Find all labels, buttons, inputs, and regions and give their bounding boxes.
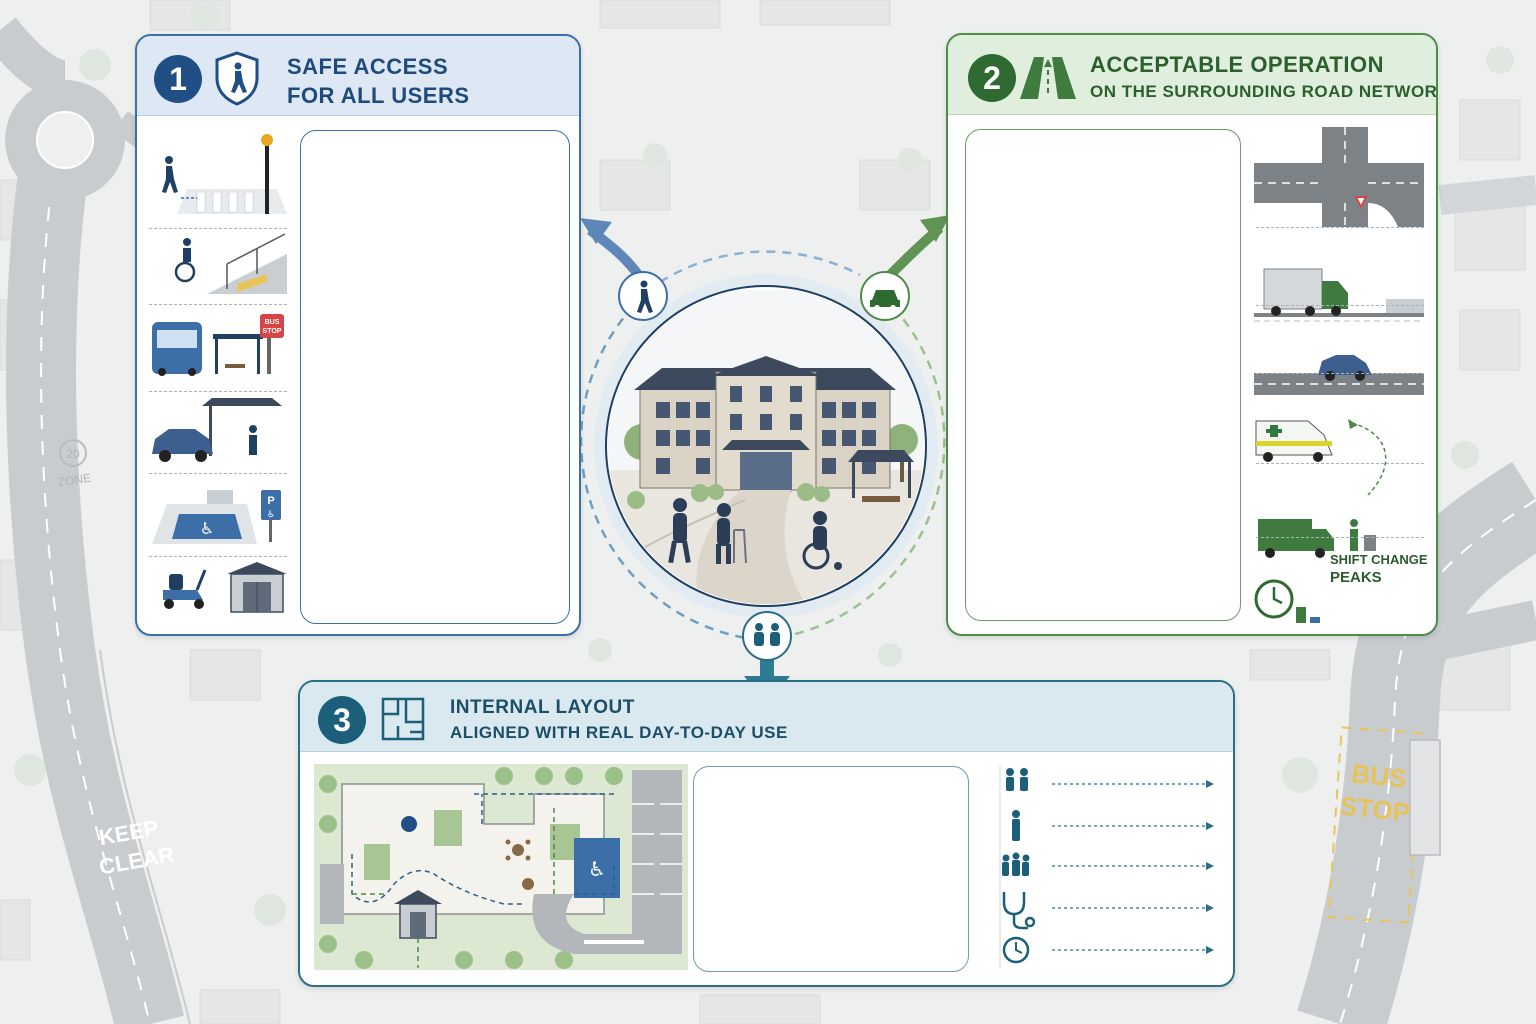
- wheelchair-ramp-illustration: [152, 233, 287, 294]
- floor-plan-icon: [381, 697, 425, 741]
- bus-stop-sign-line2: STOP: [263, 328, 282, 335]
- separator: [149, 391, 287, 392]
- bus-stop-sign-line1: BUS: [265, 319, 280, 326]
- arrow-head-safe-access: [580, 218, 612, 244]
- acceptable-operation-panel: 2 ACCEPTABLE OPERATION ON THE SURROUNDIN…: [946, 33, 1438, 636]
- road-network-illustrations: [1254, 127, 1424, 623]
- junction-illustration: [1254, 127, 1424, 227]
- acceptable-operation-header: 2 ACCEPTABLE OPERATION ON THE SURROUNDIN…: [948, 35, 1436, 115]
- pedestrian-crossing-illustration: [162, 134, 287, 214]
- panel-number-badge: 1: [154, 55, 202, 103]
- safe-access-panel: 1 SAFE ACCESS FOR ALL USERS: [135, 34, 581, 636]
- acceptable-operation-title-line2: ON THE SURROUNDING ROAD NETWORK: [1090, 82, 1438, 101]
- separator: [1256, 463, 1424, 464]
- refuse-truck-illustration: [1258, 519, 1376, 558]
- shift-change-label-line1: SHIFT CHANGE: [1330, 552, 1428, 567]
- car-on-road-illustration: [1254, 355, 1424, 395]
- site-layout-plan: ♿: [314, 764, 688, 970]
- car-icon: [870, 290, 900, 311]
- shift-peak-bars-illustration: [1296, 607, 1320, 623]
- bus-stop-illustration: BUS STOP: [152, 314, 284, 376]
- separator: [1256, 305, 1424, 306]
- panel-number-badge: 3: [318, 696, 366, 744]
- family-visitors-icon: [1006, 768, 1028, 791]
- internal-layout-content-box: [693, 766, 969, 972]
- zone-number: 20: [66, 447, 80, 461]
- separator: [149, 304, 287, 305]
- safe-access-content-box: [300, 130, 570, 624]
- mobility-scooter-store-illustration: [163, 562, 287, 613]
- separator: [1256, 227, 1424, 228]
- internal-layout-title-line1: INTERNAL LAYOUT: [450, 697, 635, 718]
- clock-icon: [1002, 936, 1030, 964]
- delivery-lorry-illustration: [1254, 268, 1424, 322]
- arrow-head-acceptable-operation: [920, 215, 950, 242]
- pedestrian-shield-icon: [215, 51, 259, 106]
- separator: [1256, 537, 1424, 538]
- staff-group-icon: [1002, 852, 1030, 876]
- accessible-parking-illustration: ♿ P ♿: [152, 490, 281, 544]
- internal-layout-title-line2: ALIGNED WITH REAL DAY-TO-DAY USE: [450, 723, 788, 742]
- separator: [149, 473, 287, 474]
- drop-off-canopy-illustration: [152, 398, 282, 462]
- user-groups-legend: [999, 766, 1214, 968]
- road-icon: [1020, 57, 1076, 99]
- acceptable-operation-content-box: [965, 129, 1241, 621]
- resident-icon: [1012, 810, 1020, 841]
- clock-icon: [1254, 579, 1294, 619]
- separator: [1256, 373, 1424, 374]
- bus-marking: BUS: [1350, 758, 1408, 794]
- pedestrian-icon: [637, 280, 653, 313]
- safe-access-header: 1 SAFE ACCESS FOR ALL USERS: [137, 36, 579, 116]
- svg-text:♿: ♿: [588, 857, 606, 881]
- separator: [149, 556, 287, 557]
- safe-access-title-line1: SAFE ACCESS: [287, 54, 449, 79]
- svg-text:♿: ♿: [200, 519, 214, 538]
- internal-layout-header: 3 INTERNAL LAYOUT ALIGNED WITH REAL DAY-…: [300, 682, 1233, 752]
- people-icon: [754, 623, 780, 646]
- svg-text:♿: ♿: [267, 510, 275, 520]
- stethoscope-icon: [1002, 892, 1036, 930]
- acceptable-operation-title-line1: ACCEPTABLE OPERATION: [1090, 52, 1384, 77]
- central-care-home-diagram: [579, 215, 950, 690]
- safe-access-title-line2: FOR ALL USERS: [287, 83, 470, 108]
- shift-change-label-line2: PEAKS: [1330, 569, 1382, 586]
- zone-label: ZONE: [57, 471, 92, 490]
- stop-marking: STOP: [1338, 790, 1411, 827]
- internal-layout-panel: 3 INTERNAL LAYOUT ALIGNED WITH REAL DAY-…: [298, 680, 1235, 987]
- ambulance-illustration: [1255, 419, 1387, 496]
- safe-access-illustrations: BUS STOP ♿ P ♿: [152, 134, 287, 613]
- separator: [149, 228, 287, 229]
- parking-sign-letter: P: [267, 495, 274, 507]
- panel-number-badge: 2: [968, 54, 1016, 102]
